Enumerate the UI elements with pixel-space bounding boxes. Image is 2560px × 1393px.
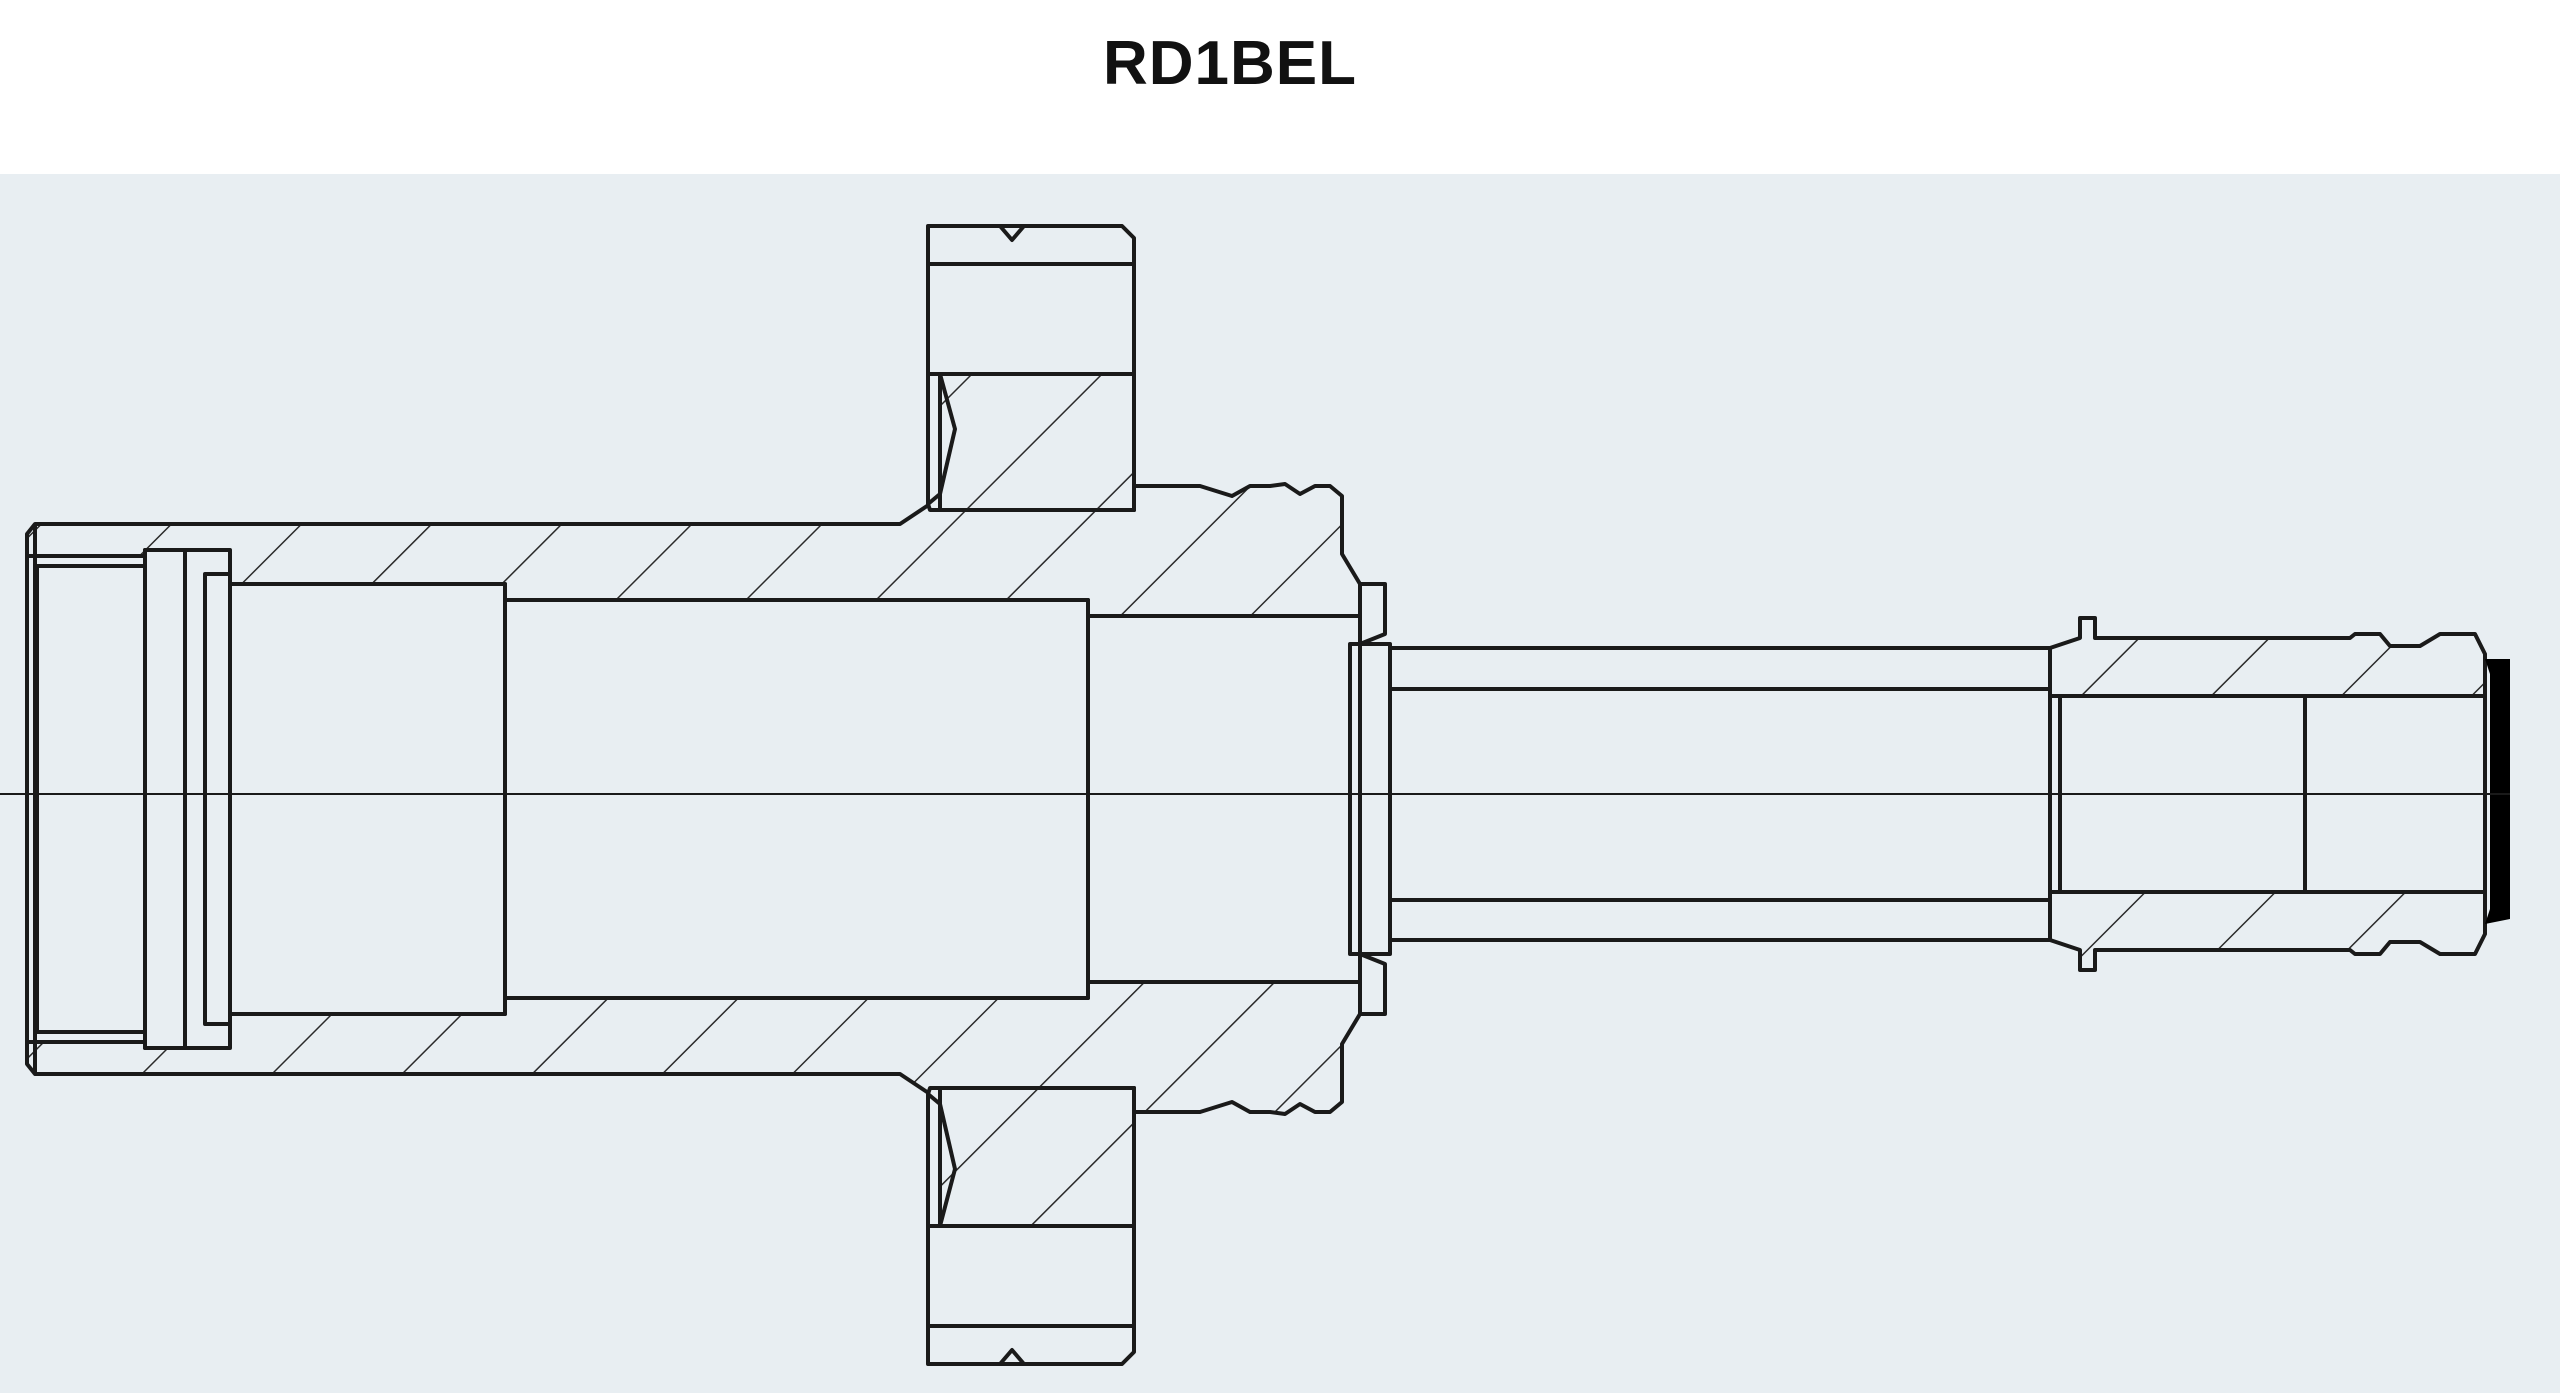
flange-ring-bottom [926,1086,1136,1366]
drawing-background [0,174,2560,1393]
end-cap [2485,659,2510,924]
retaining-clip [1348,582,1392,1016]
drawing-title: RD1BEL [1102,29,1358,98]
technical-drawing-panel [0,174,2560,1393]
end-sleeve-lower [2048,890,2487,972]
main-bore-outline [25,524,1362,1074]
long-shaft [1390,646,2050,942]
cross-section-drawing [0,174,2560,1393]
flange-ring-top [926,224,1136,512]
